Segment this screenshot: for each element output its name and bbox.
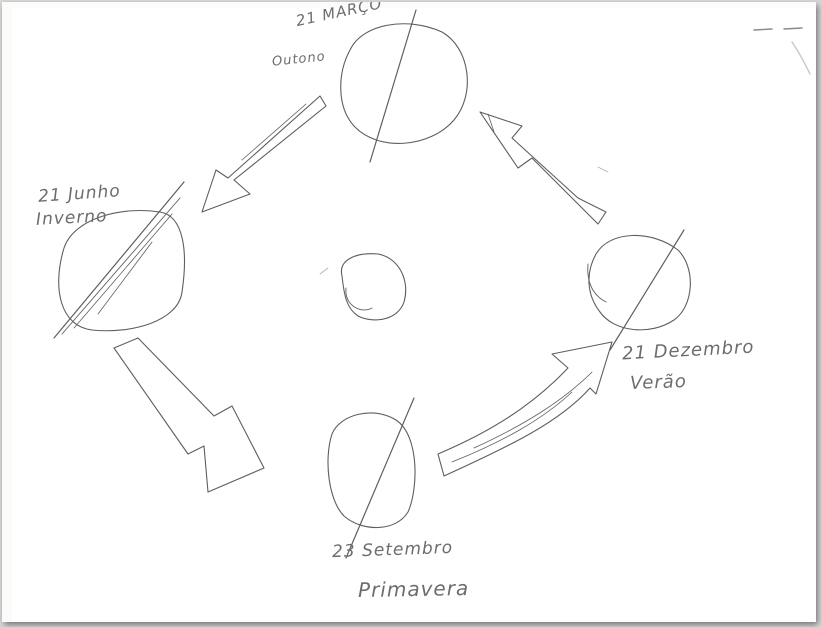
arrow-december-to-march <box>480 112 606 224</box>
label-december-season: Verão <box>630 371 687 394</box>
earth-september <box>328 398 415 558</box>
arrow-june-to-september <box>114 338 264 492</box>
arrow-september-to-december <box>438 342 612 476</box>
label-june-season: Inverno <box>36 206 108 230</box>
corner-smudge <box>754 28 810 74</box>
stray-marks <box>320 167 608 274</box>
seasons-orbit-drawing <box>2 2 816 622</box>
earth-march <box>341 10 468 162</box>
sun-circle <box>341 254 405 320</box>
label-september-date: 23 Setembro <box>332 538 454 562</box>
earth-june <box>54 182 184 338</box>
paper-sheet: 21 MARÇO Outono 21 Junho Inverno 21 Deze… <box>2 2 816 622</box>
label-september-season: Primavera <box>358 576 470 602</box>
arrow-march-to-june <box>202 96 326 212</box>
earth-december <box>588 230 691 350</box>
